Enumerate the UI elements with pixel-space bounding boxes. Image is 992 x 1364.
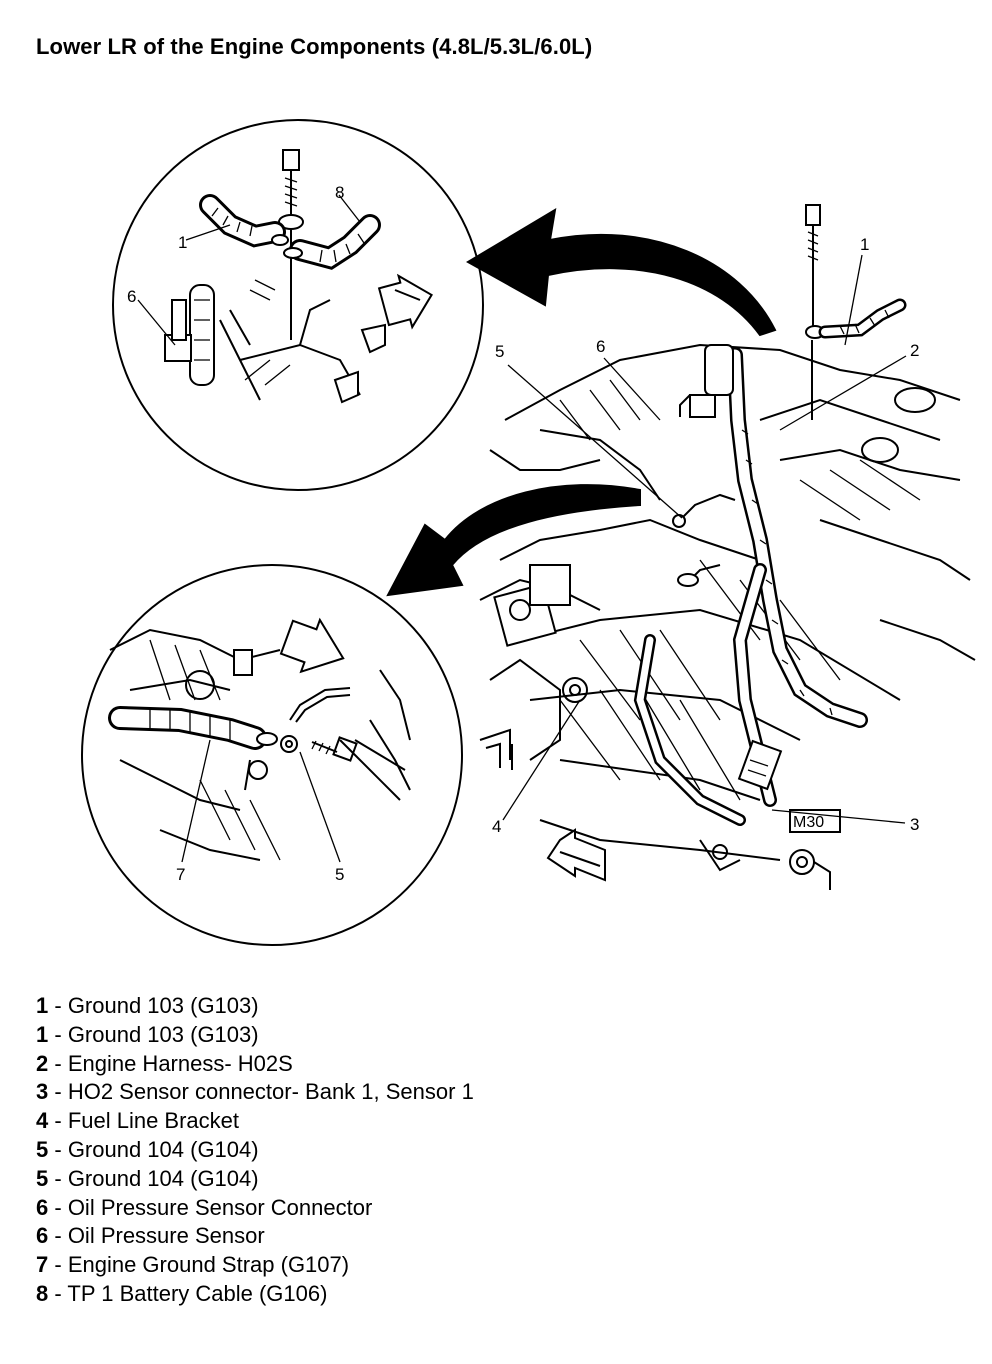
legend-item-number: 2 [36, 1050, 49, 1076]
legend-item: 2 - Engine Harness- H02S [36, 1050, 474, 1079]
callout-main-6: 6 [596, 337, 605, 356]
legend-item-text: Fuel Line Bracket [67, 1108, 240, 1134]
legend-item: 4 - Fuel Line Bracket [36, 1107, 474, 1136]
component-legend: 1 - Ground 103 (G103)1 - Ground 103 (G10… [36, 992, 474, 1309]
main-engine-view: M30 [479, 204, 976, 890]
upper-inset-circle: 1 8 6 [112, 119, 484, 491]
legend-item-separator: - [48, 1165, 68, 1191]
legend-item-separator: - [48, 1079, 68, 1105]
engine-components-diagram: M30 [81, 119, 976, 946]
legend-item-text: Oil Pressure Sensor Connector [67, 1194, 373, 1220]
legend-item-text: Ground 104 (G104) [67, 1165, 259, 1191]
legend-item-number: 5 [36, 1165, 49, 1191]
legend-item: 8 - TP 1 Battery Cable (G106) [36, 1280, 474, 1309]
legend-item-text: Oil Pressure Sensor [67, 1223, 265, 1249]
legend-item-separator: - [48, 993, 68, 1018]
legend-item-text: Ground 103 (G103) [67, 1021, 259, 1047]
callout-main-3: 3 [910, 815, 919, 834]
legend-item-number: 6 [36, 1223, 49, 1249]
callout-main-4: 4 [492, 817, 501, 836]
legend-item-number: 1 [36, 993, 49, 1018]
legend-item-number: 6 [36, 1194, 49, 1220]
legend-item: 5 - Ground 104 (G104) [36, 1136, 474, 1165]
curved-arrow-lower [386, 484, 641, 597]
callout-lower-5: 5 [335, 865, 344, 884]
callout-upper-8: 8 [335, 183, 344, 202]
legend-item: 1 - Ground 103 (G103) [36, 992, 474, 1021]
legend-item-separator: - [48, 1223, 68, 1249]
legend-item: 6 - Oil Pressure Sensor [36, 1222, 474, 1251]
legend-item: 7 - Engine Ground Strap (G107) [36, 1251, 474, 1280]
legend-item: 5 - Ground 104 (G104) [36, 1165, 474, 1194]
lower-inset-border [81, 564, 463, 946]
curved-arrow-upper [466, 208, 777, 337]
callout-main-5: 5 [495, 342, 504, 361]
legend-item-separator: - [48, 1252, 68, 1278]
legend-item: 6 - Oil Pressure Sensor Connector [36, 1194, 474, 1223]
legend-item-number: 8 [36, 1280, 49, 1306]
legend-item-number: 3 [36, 1079, 49, 1105]
legend-item-number: 4 [36, 1108, 49, 1134]
legend-item-text: Ground 103 (G103) [67, 993, 259, 1018]
legend-item-text: HO2 Sensor connector- Bank 1, Sensor 1 [67, 1079, 474, 1105]
legend-item-text: Engine Ground Strap (G107) [67, 1252, 350, 1278]
engine-marking-text: M30 [793, 814, 824, 831]
upper-inset-border [112, 119, 484, 491]
callout-upper-6: 6 [127, 287, 136, 306]
legend-item-separator: - [48, 1021, 68, 1047]
callout-main-2: 2 [910, 341, 919, 360]
legend-item-number: 5 [36, 1136, 49, 1162]
legend-item-number: 7 [36, 1252, 49, 1278]
legend-item-separator: - [48, 1050, 68, 1076]
callout-main-1: 1 [860, 235, 869, 254]
legend-item: 3 - HO2 Sensor connector- Bank 1, Sensor… [36, 1078, 474, 1107]
legend-item-text: TP 1 Battery Cable (G106) [67, 1280, 328, 1306]
legend-item-separator: - [48, 1108, 68, 1134]
callout-upper-1: 1 [178, 233, 187, 252]
legend-item-separator: - [48, 1136, 68, 1162]
page-title: Lower LR of the Engine Components (4.8L/… [36, 34, 593, 59]
direction-arrow-main [546, 828, 606, 882]
lower-inset-circle: 7 5 [81, 564, 463, 946]
legend-item: 1 - Ground 103 (G103) [36, 1021, 474, 1050]
legend-item-separator: - [48, 1280, 68, 1306]
callout-lower-7: 7 [176, 865, 185, 884]
legend-item-separator: - [48, 1194, 68, 1220]
legend-item-number: 1 [36, 1021, 49, 1047]
legend-item-text: Engine Harness- H02S [67, 1050, 293, 1076]
legend-item-text: Ground 104 (G104) [67, 1136, 259, 1162]
